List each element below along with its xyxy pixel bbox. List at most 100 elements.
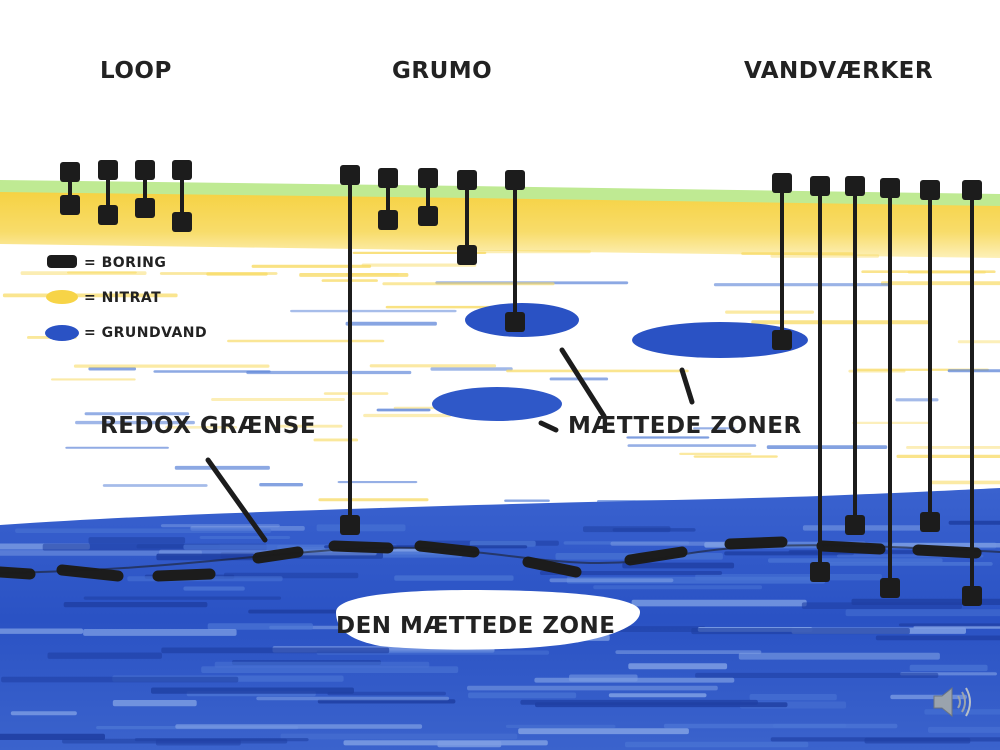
deep-water-streak xyxy=(199,536,291,539)
deep-water-streak xyxy=(768,558,943,563)
deep-water-streak xyxy=(625,741,809,748)
water-streak xyxy=(153,370,271,373)
deep-water-streak xyxy=(520,699,758,705)
legend-boring-icon xyxy=(47,255,77,268)
deep-water-streak xyxy=(214,661,430,668)
deep-water-streak xyxy=(772,723,847,728)
deep-water-streak xyxy=(83,629,237,636)
water-streak xyxy=(102,484,208,487)
deep-water-streak xyxy=(0,733,105,740)
nitrate-streak xyxy=(352,251,487,254)
redox-dash xyxy=(724,536,788,550)
boring-marker-icon xyxy=(378,168,398,230)
deep-water-streak xyxy=(628,663,728,670)
deep-water-streak xyxy=(691,628,910,635)
legend-swatches xyxy=(45,255,79,341)
nitrate-streak xyxy=(51,378,136,381)
nitrate-streak xyxy=(227,339,385,343)
deep-water-streak xyxy=(151,687,354,694)
deep-water-streak xyxy=(608,693,707,698)
deep-water-streak xyxy=(47,652,162,659)
redox-dash xyxy=(522,556,582,578)
nitrate-streak xyxy=(369,364,497,368)
maettede-zoner-label: MÆTTEDE ZONER xyxy=(568,413,802,439)
nitrate-streak xyxy=(957,340,1000,344)
water-streak xyxy=(75,420,195,425)
boring-marker-icon xyxy=(920,180,940,532)
boring-marker-icon xyxy=(135,160,155,218)
deep-water-streak xyxy=(183,586,245,591)
deep-water-streak xyxy=(88,537,186,544)
deep-water-streak xyxy=(201,666,459,673)
nitrate-streak xyxy=(741,252,854,255)
deep-water-streak xyxy=(394,575,514,581)
nitrate-streak xyxy=(67,271,137,274)
nitrate-streak xyxy=(318,498,429,502)
redox-dash xyxy=(624,546,688,566)
deep-water-streak xyxy=(738,652,940,660)
deep-water-streak xyxy=(327,691,446,696)
section-title-grumo: GRUMO xyxy=(392,58,493,84)
section-title-vandvaerker: VANDVÆRKER xyxy=(744,58,934,84)
water-streak xyxy=(376,408,431,412)
deep-water-streak xyxy=(63,602,208,608)
deep-water-streak xyxy=(280,733,518,740)
deep-water-streak xyxy=(505,724,616,728)
nitrate-streak xyxy=(361,263,477,267)
nitrate-streak xyxy=(73,364,270,368)
deep-water-streak xyxy=(156,553,255,561)
redox-pointer xyxy=(205,457,268,543)
water-streak xyxy=(88,367,136,371)
deep-water-streak xyxy=(539,571,723,575)
deep-water-streak xyxy=(749,694,837,701)
nitrate-streak xyxy=(313,438,359,442)
nitrate-streak xyxy=(506,369,689,373)
deep-water-streak xyxy=(468,692,577,699)
deep-water-streak xyxy=(845,609,1000,617)
nitrate-streak xyxy=(693,455,778,458)
nitrate-streak xyxy=(679,452,752,455)
deep-water-streak xyxy=(207,623,313,630)
boring-marker-icon xyxy=(880,178,900,598)
boring-marker-icon xyxy=(172,160,192,232)
boring-marker-icon xyxy=(457,170,477,265)
deep-water-streak xyxy=(593,585,763,590)
water-streak xyxy=(895,398,939,402)
deep-water-streak xyxy=(549,578,674,583)
deep-water-streak xyxy=(0,550,202,556)
redox-boundary xyxy=(0,536,1000,582)
deep-water-streak xyxy=(864,737,971,744)
nitrate-streak xyxy=(251,264,372,268)
boring-marker-icon xyxy=(962,180,982,606)
nitrate-streak xyxy=(907,270,986,274)
legend-boring-label: = BORING xyxy=(84,255,167,271)
legend-grundvand-label: = GRUNDVAND xyxy=(84,325,208,341)
deep-water-streak xyxy=(948,520,1000,525)
deep-water-streak xyxy=(631,599,807,607)
nitrate-streak xyxy=(725,310,814,314)
section-title-loop: LOOP xyxy=(100,58,172,84)
redox-dash xyxy=(816,540,886,555)
grass-strip xyxy=(0,180,1000,208)
nitrate-streak xyxy=(477,250,591,254)
deep-water-streak xyxy=(615,650,762,654)
nitrate-streak xyxy=(906,446,1000,449)
pointer-lines xyxy=(205,347,695,543)
water-streak xyxy=(259,483,304,487)
nitrate-streak xyxy=(211,398,345,401)
nitrate-streak xyxy=(165,426,238,429)
deep-water-streak xyxy=(83,596,282,600)
water-streak xyxy=(627,444,757,447)
speaker-icon[interactable] xyxy=(930,684,974,720)
deep-water-streak xyxy=(612,528,696,532)
deep-water-streak xyxy=(0,628,84,634)
deep-water-streak xyxy=(317,699,456,704)
deep-water-streak xyxy=(467,685,718,691)
zone-pointer-3 xyxy=(538,420,559,433)
nitrate-streak xyxy=(363,413,451,418)
deep-water-streak xyxy=(161,647,390,654)
perched-lens-3 xyxy=(432,387,562,421)
deep-water-streak xyxy=(1,676,239,683)
nitrate-streak xyxy=(323,392,389,395)
